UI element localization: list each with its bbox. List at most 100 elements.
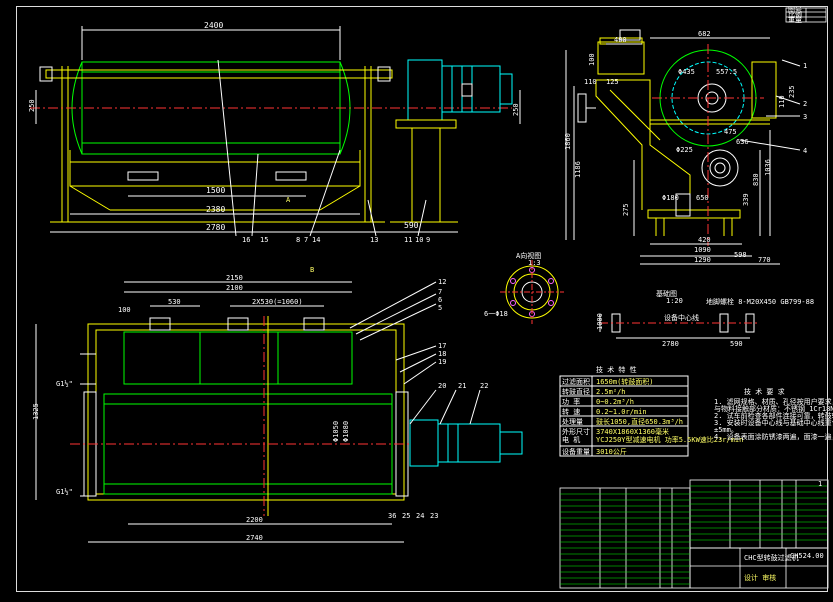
spec-k6: 电 机 [562, 435, 580, 444]
plan-frame [87, 323, 405, 501]
dim-front-mid: 1500 [206, 186, 225, 195]
label-14: 14 [312, 236, 320, 244]
label-16: 16 [242, 236, 250, 244]
pipe-g1-top: G1½" [56, 380, 73, 388]
title-block-text: CHC型转鼓过滤机 CH524.00 设计 审核 1 [744, 480, 824, 582]
bom-rows [560, 485, 828, 585]
label-8: 8 [296, 236, 300, 244]
tr-label-1: 比例 [788, 10, 802, 19]
side-label-2: 2 [803, 100, 807, 108]
detail-a [500, 260, 564, 324]
dim-side-1036: 1036 [764, 159, 772, 176]
dim-side-1186: 1186 [574, 161, 582, 178]
notes-line-5: 4. 设备表面涂防锈漆两遍，面漆一遍，颜色按用户要求。 [714, 432, 833, 441]
detail-a-scale: 1:3 [528, 259, 541, 267]
spec-k1: 转鼓直径 [562, 387, 590, 396]
foundation-2780: 2780 [662, 340, 679, 348]
foundation-bolt: 地脚螺栓 8-M20X450 GB799-88 [706, 297, 814, 306]
foundation-1000: 1000 [596, 313, 604, 330]
dim-side-770: 770 [758, 256, 771, 264]
title-sheet: 1 [818, 480, 822, 488]
dim-side-598: 598 [734, 251, 747, 259]
plan-label-18: 18 [438, 350, 446, 358]
plan-label-12: 12 [438, 278, 446, 286]
plan-label-24: 24 [416, 512, 424, 520]
plan-label-21: 21 [458, 382, 466, 390]
dim-plan-2740: 2740 [246, 534, 263, 542]
plan-label-7: 7 [438, 288, 442, 296]
label-15: 15 [260, 236, 268, 244]
notes-line-2: 2. 试车前检查各部件连接可靠，转鼓转动灵活，无卡阻现象。 [714, 411, 833, 420]
dim-side-1860: 1860 [564, 133, 572, 150]
plan-label-5: 5 [438, 304, 442, 312]
spec-k3: 转 速 [562, 407, 580, 416]
plan-label-19: 19 [438, 358, 446, 366]
side-label-1: 1 [803, 62, 807, 70]
dim-front-b2: 2780 [206, 223, 225, 232]
dim-side-5575: 557.5 [716, 68, 737, 76]
label-9: 9 [426, 236, 430, 244]
dim-front-b3: 590 [404, 221, 419, 230]
dim-side-830: 830 [752, 173, 760, 186]
plan-view-text: B 2150 2100 530 2X530(=1060) 100 1325 Φ1… [32, 266, 488, 542]
dim-side-682: 682 [698, 30, 711, 38]
dim-side-110: 110 [584, 78, 597, 86]
dim-plan-2x530: 2X530(=1060) [252, 298, 303, 306]
foundation-scale: 1:20 [666, 297, 683, 305]
dim-front-b1: 2380 [206, 205, 225, 214]
spec-k5: 外形尺寸 [562, 427, 590, 436]
tech-notes: 技 术 要 求 1. 滤网规格、材质、孔径按用户要求，可根据所处理物料选用。 与… [714, 387, 833, 441]
spec-table [559, 375, 689, 457]
dim-side-435: Φ435 [678, 68, 695, 76]
dim-front-top: 2400 [204, 21, 223, 30]
title-project: CHC型转鼓过滤机 [744, 553, 799, 562]
dim-side-650: 650 [696, 194, 709, 202]
spec-v7: 3010公斤 [596, 447, 627, 456]
label-13: 13 [370, 236, 378, 244]
dim-side-1290: 1290 [694, 256, 711, 264]
detail-a-title: A向视图 [516, 251, 541, 260]
dim-side-339: 339 [742, 193, 750, 206]
plan-label-6: 6 [438, 296, 442, 304]
dim-side-400: 400 [614, 36, 627, 44]
plan-label-17: 17 [438, 342, 446, 350]
side-view [565, 29, 801, 265]
spec-v1: 2.5m²/h [596, 388, 626, 396]
dim-plan-100: 100 [118, 306, 131, 314]
notes-line-1: 与物料接触部分材质：不锈钢 1Cr18Ni9Ti，其余为碳钢。 [714, 404, 833, 413]
dim-front-right: 250 [512, 103, 520, 116]
label-11: 11 [404, 236, 412, 244]
section-mark-a: A [286, 196, 291, 204]
spec-k0: 过滤面积 [562, 377, 590, 386]
plan-label-23: 23 [430, 512, 438, 520]
plan-label-22: 22 [480, 382, 488, 390]
dim-plan-1050: Φ1050 [332, 421, 340, 442]
spec-v4: 鼓长1050,直径650.3m³/h [596, 417, 683, 426]
notes-title: 技 术 要 求 [744, 387, 785, 396]
view-mark-b: B [310, 266, 314, 274]
dim-side-225: Φ225 [676, 146, 693, 154]
notes-line-0: 1. 滤网规格、材质、孔径按用户要求，可根据所处理物料选用。 [714, 397, 833, 406]
dim-plan-2150: 2150 [226, 274, 243, 282]
spec-v5: 3740X1860X1360毫米 [596, 427, 669, 436]
spec-title: 技 术 特 性 [596, 365, 637, 374]
label-7: 7 [304, 236, 308, 244]
foundation-590: 590 [730, 340, 743, 348]
dim-side-275: 275 [622, 203, 630, 216]
dim-side-100: 100 [588, 53, 596, 66]
spec-k2: 功 率 [562, 397, 580, 406]
dim-side-475: 475 [724, 128, 737, 136]
side-label-4: 4 [803, 147, 807, 155]
spec-k4: 处理量 [562, 417, 583, 426]
plan-label-20: 20 [438, 382, 446, 390]
dim-plan-2200: 2200 [246, 516, 263, 524]
top-right-text: 图号 比例 重量 [788, 6, 802, 24]
dim-front-left: 250 [28, 99, 36, 112]
tr-label-2: 重量 [788, 16, 802, 24]
foundation-text: 基础图 1:20 地脚螺栓 8-M20X450 GB799-88 1000 27… [596, 289, 814, 348]
plan-label-36: 36 [388, 512, 396, 520]
plan-view [35, 281, 523, 543]
front-view-text: 2400 250 250 1500 2380 2780 590 A 16 15 … [28, 21, 520, 244]
